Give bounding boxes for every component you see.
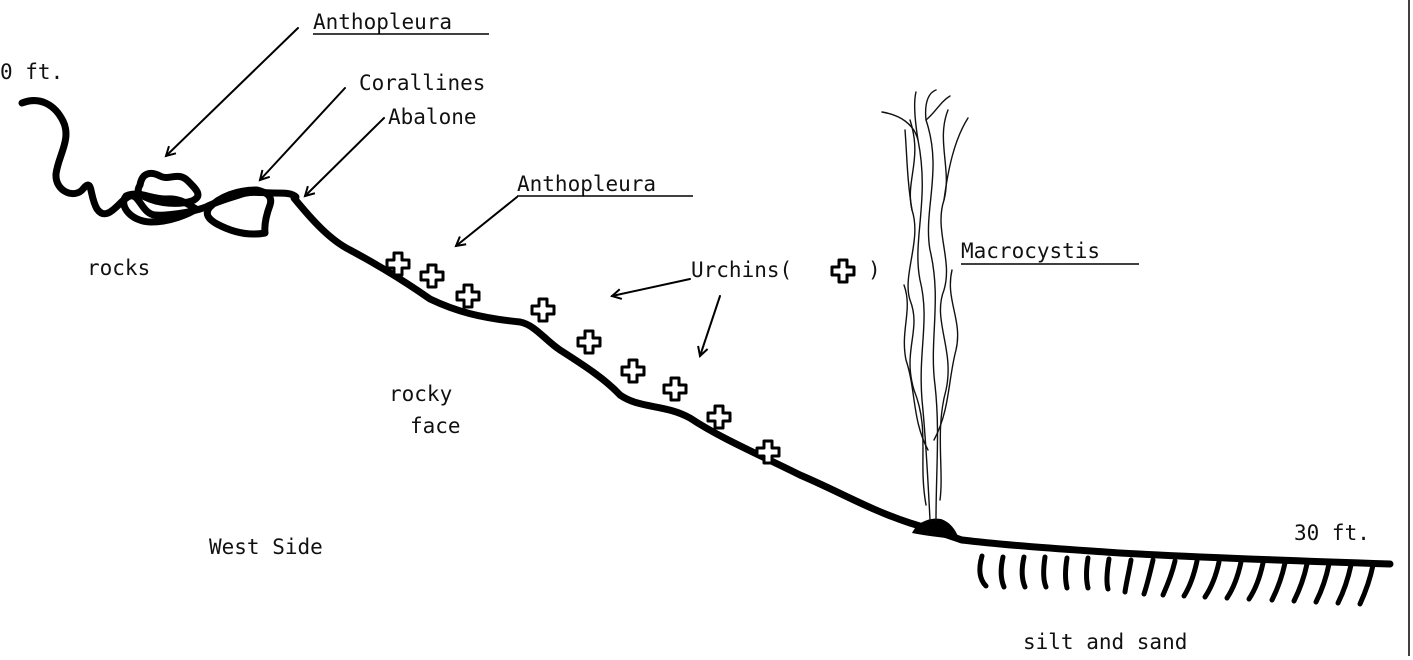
urchin-icon	[421, 265, 443, 287]
macrocystis-label: Macrocystis	[961, 239, 1100, 263]
urchin-icon	[457, 285, 479, 307]
kelp-icon	[882, 90, 968, 520]
holdfast-icon	[912, 519, 959, 539]
slope-profile	[294, 198, 1390, 564]
urchins-close-paren: )	[868, 258, 881, 282]
urchin-legend-icon	[832, 260, 854, 282]
anthopleura-lower-label: Anthopleura	[517, 172, 656, 196]
urchin-icon	[664, 378, 686, 400]
depth-top-label: 0 ft.	[0, 60, 63, 84]
urchin-icon	[532, 299, 554, 321]
silt-and-sand-label: silt and sand	[1023, 630, 1187, 654]
urchins-label: Urchins(	[691, 258, 792, 282]
rocks-label: rocks	[87, 256, 150, 280]
arrow-icon	[166, 28, 298, 156]
urchin-icon	[622, 360, 644, 382]
abalone-label: Abalone	[388, 105, 477, 129]
arrow-icon	[612, 279, 690, 296]
urchin-icon	[578, 331, 600, 353]
depth-bottom-label: 30 ft.	[1294, 521, 1370, 545]
arrow-icon	[456, 197, 517, 246]
urchin-icon	[708, 406, 730, 428]
anthopleura-upper-label: Anthopleura	[313, 10, 452, 34]
arrow-icon	[260, 88, 345, 180]
arrow-icon	[700, 296, 720, 356]
west-side-label: West Side	[209, 535, 323, 559]
arrow-icon	[305, 118, 384, 196]
rocky-label: rocky	[389, 382, 452, 406]
face-label: face	[410, 414, 461, 438]
corallines-label: Corallines	[359, 71, 485, 95]
